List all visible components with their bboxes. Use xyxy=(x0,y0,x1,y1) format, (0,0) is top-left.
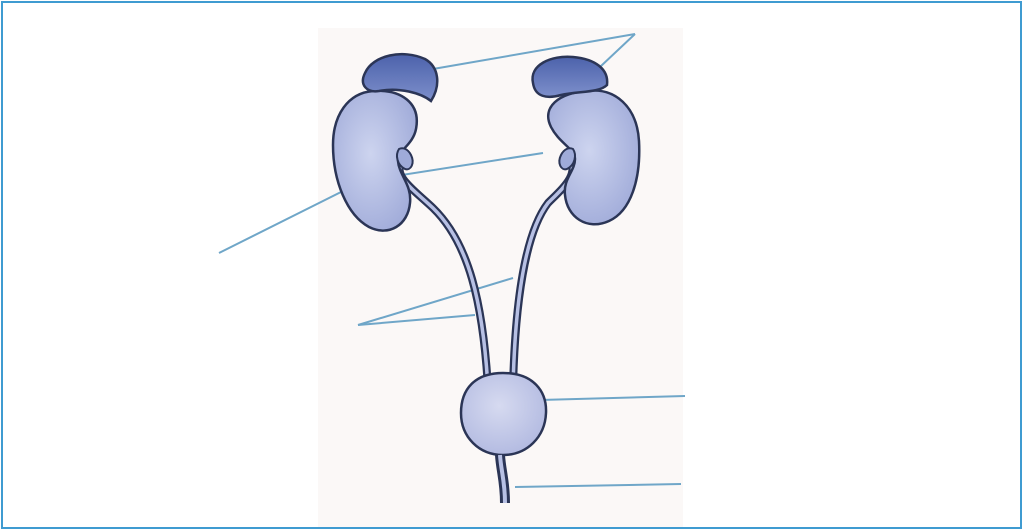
urinary-system-diagram xyxy=(3,3,1020,527)
adrenal-gland-right xyxy=(533,57,608,97)
urinary-bladder xyxy=(461,373,546,455)
